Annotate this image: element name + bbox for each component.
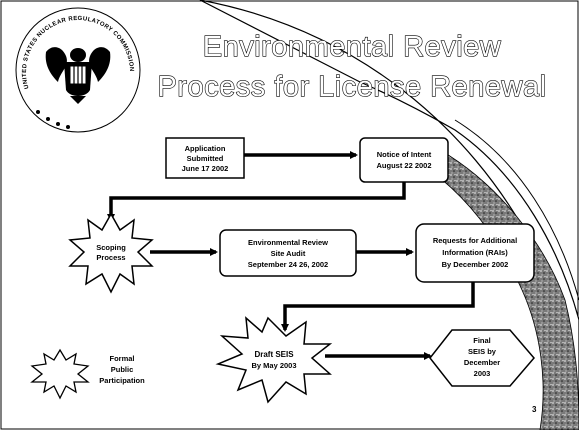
- node-notice-line1: Notice of Intent: [377, 150, 432, 159]
- node-final-seis: Final SEIS by December 2003: [429, 329, 535, 387]
- legend-formal-public-participation: Formal Public Participation: [30, 348, 145, 400]
- node-scoping-line2: Process: [96, 253, 125, 262]
- connector-rais-to-draft: [281, 282, 475, 332]
- node-final-line2: SEIS by: [468, 347, 497, 356]
- node-notice-line2: August 22 2002: [376, 161, 431, 170]
- node-draft-line1: Draft SEIS: [254, 350, 294, 359]
- seal-stars: [36, 110, 70, 129]
- node-environmental-review: Environmental Review Site Audit Septembe…: [219, 229, 357, 277]
- node-rais-line1: Requests for Additional: [433, 236, 517, 245]
- eagle-seal-icon: [45, 47, 111, 104]
- page-number: 3: [532, 405, 537, 414]
- node-notice-of-intent: Notice of Intent August 22 2002: [359, 137, 449, 183]
- node-draft-line2: By May 2003: [251, 361, 296, 370]
- node-final-line3: December: [464, 358, 500, 367]
- slide-title-line1: Environmental Review: [203, 31, 502, 63]
- node-application-line1: Application: [185, 144, 226, 153]
- legend-starburst-icon: [30, 348, 90, 400]
- node-scoping-line1: Scoping: [96, 243, 126, 252]
- node-application-submitted: Application Submitted June 17 2002: [165, 137, 245, 179]
- node-requests-for-additional-information: Requests for Additional Information (RAI…: [415, 223, 535, 283]
- connector-notice-to-scoping: [107, 182, 406, 222]
- swoosh-line: [454, 119, 579, 301]
- node-draft-seis: Draft SEIS By May 2003: [215, 316, 333, 404]
- agency-seal: UNITED STATES NUCLEAR REGULATORY COMMISS…: [15, 7, 141, 133]
- node-final-line4: 2003: [474, 369, 491, 378]
- node-rais-line2: Information (RAIs): [442, 248, 508, 257]
- node-application-line2: Submitted: [187, 154, 224, 163]
- slide-title-line2: Process for License Renewal: [157, 71, 546, 103]
- legend-line1: Formal: [109, 354, 134, 363]
- node-application-line3: June 17 2002: [182, 164, 229, 173]
- node-scoping-process: Scoping Process: [68, 212, 154, 294]
- node-final-line1: Final: [473, 336, 491, 345]
- node-review-line3: September 24 26, 2002: [248, 260, 328, 269]
- node-review-line1: Environmental Review: [248, 238, 328, 247]
- legend-line2: Public: [111, 365, 134, 374]
- node-review-line2: Site Audit: [271, 249, 306, 258]
- node-rais-line3: By December 2002: [442, 260, 509, 269]
- legend-line3: Participation: [99, 376, 145, 385]
- flow-connectors: [107, 151, 475, 360]
